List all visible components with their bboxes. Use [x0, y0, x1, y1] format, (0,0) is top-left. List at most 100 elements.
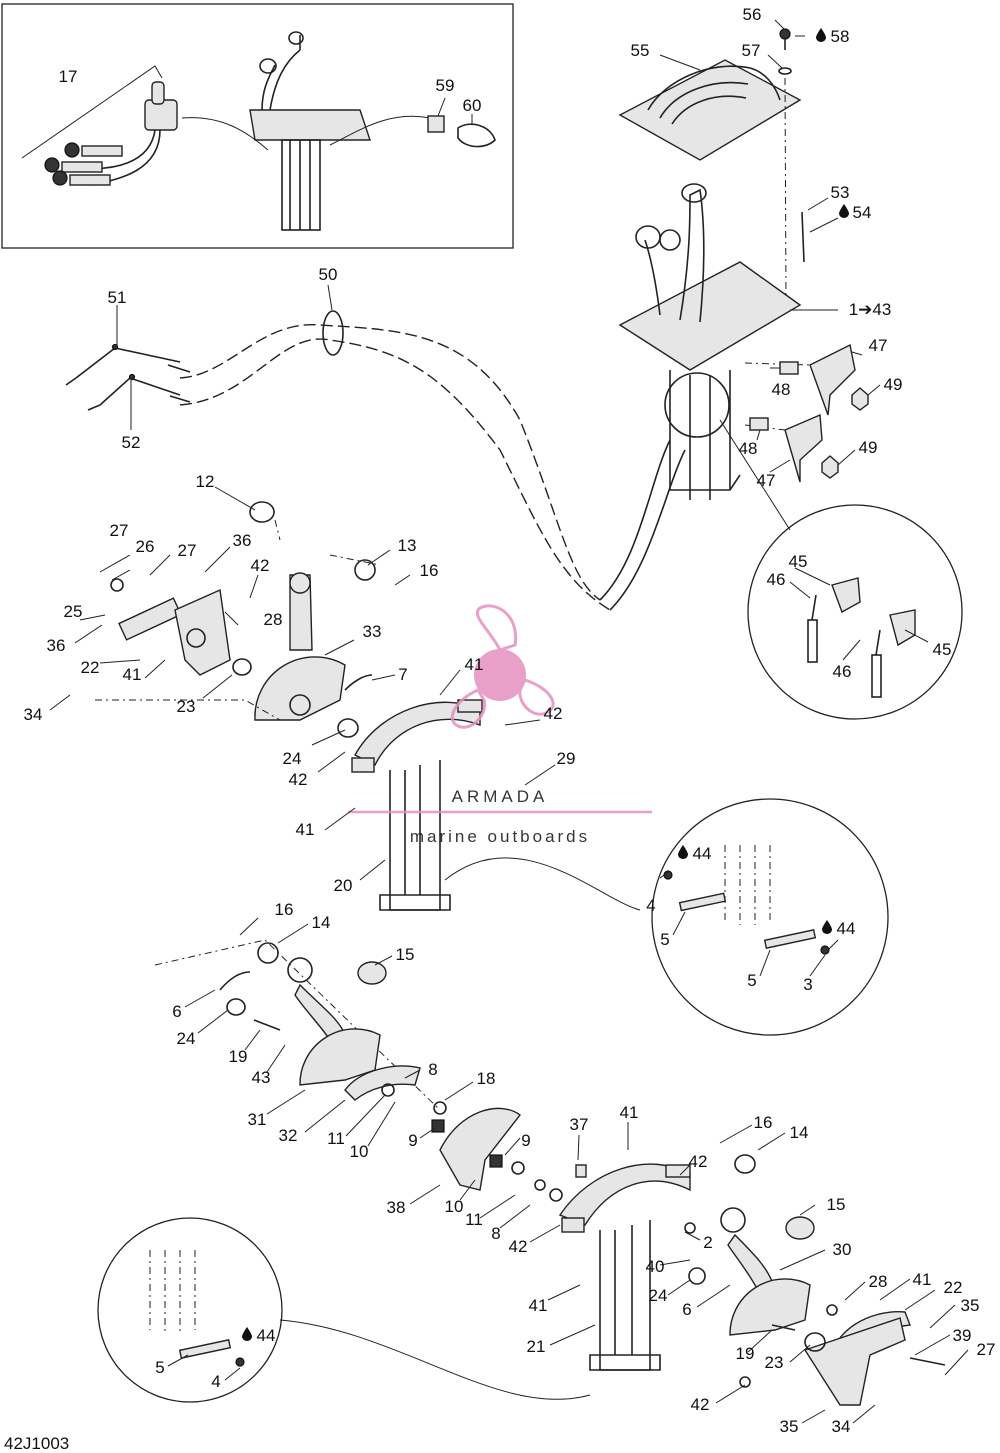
- remote-control-unit: [618, 28, 869, 500]
- callout-14-lower: 14: [790, 1123, 809, 1142]
- callout-21: 21: [527, 1337, 546, 1356]
- callout-47-upper: 47: [869, 336, 888, 355]
- callout-7: 7: [398, 665, 407, 684]
- callout-11-lower: 11: [465, 1210, 483, 1229]
- armada-watermark: ARMADA marine outboards: [348, 604, 652, 846]
- callout-20: 20: [334, 876, 353, 895]
- callout-15-middle: 15: [396, 945, 415, 964]
- callout-6-lower: 6: [682, 1300, 691, 1319]
- propeller-logo-icon: [450, 604, 555, 729]
- callout-25: 25: [64, 602, 83, 621]
- callout-1-43: 1➔43: [849, 300, 892, 319]
- callout-45-lower: 45: [933, 640, 952, 659]
- callout-42-upper-b: 42: [544, 704, 563, 723]
- callout-24-upper: 24: [283, 749, 302, 768]
- callout-10-lower: 10: [445, 1197, 464, 1216]
- callout-10-middle: 10: [350, 1142, 369, 1161]
- callout-2: 2: [703, 1233, 712, 1252]
- callout-50: 50: [319, 265, 338, 284]
- callout-58: 58: [831, 27, 850, 46]
- callout-41-upper-a: 41: [123, 665, 142, 684]
- callout-36-lower: 36: [47, 636, 66, 655]
- callout-42-lower-a: 42: [689, 1152, 708, 1171]
- callout-30: 30: [833, 1240, 852, 1259]
- callout-33: 33: [363, 622, 382, 641]
- callout-19-middle: 19: [229, 1047, 248, 1066]
- control-housing-21: [558, 1163, 706, 1371]
- callout-23-upper: 23: [177, 697, 196, 716]
- callout-41-upper-b: 41: [465, 655, 484, 674]
- callout-16-lower: 16: [754, 1113, 773, 1132]
- neutral-switch-detail: [719, 419, 963, 720]
- callout-28-upper: 28: [264, 610, 283, 629]
- callout-45-upper: 45: [789, 552, 808, 571]
- callout-5-lower: 5: [155, 1358, 164, 1377]
- callout-18: 18: [477, 1069, 496, 1088]
- callout-36-upper: 36: [233, 531, 252, 550]
- callout-41-lower-c: 41: [529, 1296, 548, 1315]
- callout-27-upper-b: 27: [178, 541, 197, 560]
- callout-42-upper-c: 42: [289, 770, 308, 789]
- callout-5-upper-a: 5: [660, 930, 669, 949]
- callout-56: 56: [743, 5, 762, 24]
- lower-shift-mechanism: [720, 1154, 946, 1406]
- callout-29: 29: [557, 749, 576, 768]
- callout-38: 38: [387, 1198, 406, 1217]
- callout-4-upper: 4: [646, 896, 655, 915]
- callout-27-upper-a: 27: [110, 521, 129, 540]
- callout-6-middle: 6: [172, 1002, 181, 1021]
- callout-48-lower: 48: [739, 439, 758, 458]
- callout-41-upper-c: 41: [296, 820, 315, 839]
- callout-44-upper-b: 44: [837, 919, 856, 938]
- callout-57: 57: [742, 41, 761, 60]
- mounting-plate-detail-upper: [651, 798, 889, 1036]
- callout-53: 53: [831, 183, 850, 202]
- callout-43: 43: [252, 1068, 271, 1087]
- callout-41-lower-b: 41: [913, 1270, 932, 1289]
- callout-42-lower-b: 42: [509, 1237, 528, 1256]
- watermark-tagline: marine outboards: [410, 827, 590, 846]
- callout-22-lower: 22: [944, 1278, 963, 1297]
- watermark-brand: ARMADA: [452, 787, 549, 806]
- callout-24-lower: 24: [649, 1286, 668, 1305]
- harness-connector: [44, 142, 123, 186]
- callout-49-upper: 49: [884, 375, 903, 394]
- callout-35-lower-a: 35: [961, 1296, 980, 1315]
- inset-control-unit: [249, 31, 371, 231]
- callout-54: 54: [853, 203, 872, 222]
- callout-46-lower: 46: [833, 662, 852, 681]
- callout-23-lower: 23: [765, 1353, 784, 1372]
- control-cables: [65, 310, 686, 611]
- callout-9-middle-a: 9: [408, 1131, 417, 1150]
- callout-19-lower: 19: [736, 1344, 755, 1363]
- callout-15-lower: 15: [827, 1195, 846, 1214]
- callout-47-lower: 47: [757, 471, 776, 490]
- control-housing-20: [351, 699, 641, 911]
- callout-35-lower-b: 35: [780, 1417, 799, 1436]
- callout-46-upper: 46: [767, 570, 786, 589]
- callout-24-middle: 24: [177, 1029, 196, 1048]
- callout-42-lower-c: 42: [691, 1395, 710, 1414]
- callout-8-lower: 8: [491, 1224, 500, 1243]
- callout-44-upper-a: 44: [693, 844, 712, 863]
- callout-59: 59: [436, 76, 455, 95]
- oil-drop-icon: [816, 28, 826, 42]
- callout-48-upper: 48: [772, 380, 791, 399]
- callout-44-lower: 44: [257, 1326, 276, 1345]
- callout-34-lower: 34: [832, 1417, 851, 1436]
- callout-60: 60: [463, 96, 482, 115]
- callout-32: 32: [279, 1126, 298, 1145]
- callout-3: 3: [803, 975, 812, 994]
- callout-51: 51: [108, 288, 127, 307]
- callout-16-upper: 16: [420, 561, 439, 580]
- callout-12: 12: [196, 472, 215, 491]
- callout-22-upper: 22: [81, 658, 100, 677]
- callout-27-lower: 27: [977, 1340, 996, 1359]
- dual-station-inset: [1, 3, 514, 249]
- callout-31: 31: [248, 1110, 267, 1129]
- oil-drop-icon: [839, 204, 849, 218]
- callout-9-middle-b: 9: [521, 1131, 530, 1150]
- callout-34-upper: 34: [24, 705, 43, 724]
- callout-37: 37: [570, 1115, 589, 1134]
